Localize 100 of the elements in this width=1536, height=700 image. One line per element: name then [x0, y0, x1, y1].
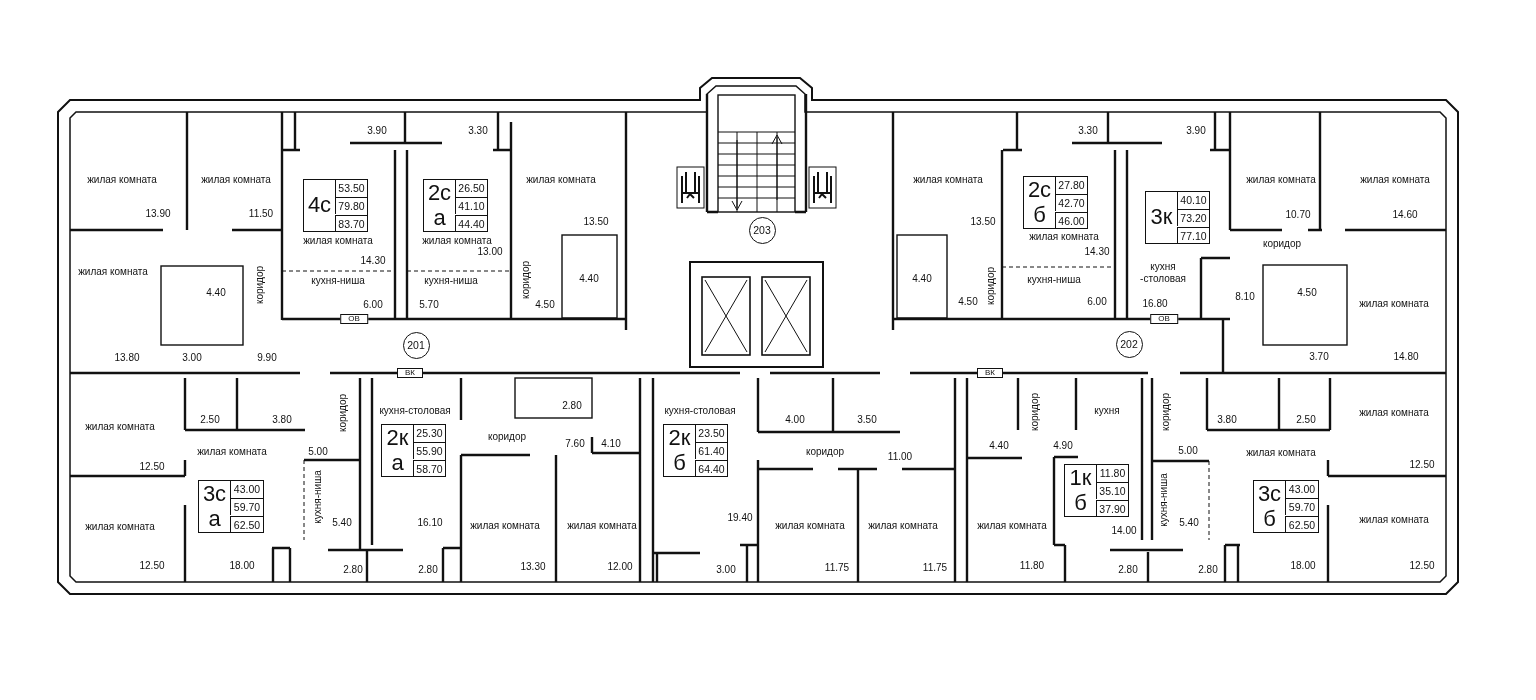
area-label: 3.30	[1078, 125, 1098, 137]
area-label: 4.50	[535, 299, 555, 311]
room-number-circle: 201	[402, 331, 430, 359]
room-label: жилая комната	[567, 520, 637, 532]
room-label: коридор	[254, 265, 266, 305]
area-label: 11.80	[1019, 560, 1045, 572]
shaft-label: ОВ	[340, 314, 368, 324]
apartment-tag	[1145, 191, 1210, 244]
area-label: 11.50	[248, 208, 274, 220]
area-value: 79.80	[335, 197, 367, 215]
area-label: 10.70	[1285, 209, 1311, 221]
room-label: жилая комната	[85, 521, 155, 533]
area-label: 2.50	[200, 414, 220, 426]
room-label: кухня-столовая	[379, 405, 451, 417]
area-label: 14.30	[360, 255, 386, 267]
area-label: 4.40	[912, 273, 932, 285]
apartment-tag	[1023, 176, 1088, 229]
area-label: 12.50	[1409, 560, 1435, 572]
area-value: 23.50	[695, 425, 727, 442]
area-label: 3.70	[1309, 351, 1329, 363]
area-label: 14.30	[1084, 246, 1110, 258]
area-label: 14.80	[1393, 351, 1419, 363]
area-label: 2.80	[1198, 564, 1218, 576]
area-label: 12.50	[1409, 459, 1435, 471]
room-label: жилая комната	[303, 235, 373, 247]
room-number-circle: 202	[1115, 330, 1143, 358]
area-value: 35.10	[1096, 482, 1128, 500]
area-label: 4.90	[1053, 440, 1073, 452]
area-label: 4.50	[1297, 287, 1317, 299]
apartment-tag	[1064, 464, 1129, 517]
room-label: кухня-ниша	[312, 470, 324, 524]
room-label: жилая комната	[78, 266, 148, 278]
area-label: 5.00	[308, 446, 328, 458]
area-value: 46.00	[1055, 211, 1087, 229]
area-label: 2.80	[562, 400, 582, 412]
area-value: 53.50	[335, 180, 367, 197]
apartment-variant: б	[1032, 203, 1047, 227]
apartment-type: 2к	[385, 426, 410, 450]
room-label: коридор	[487, 431, 527, 443]
area-label: 12.50	[139, 461, 165, 473]
apartment-type: 2с	[426, 181, 453, 205]
apartment-tag	[303, 179, 368, 232]
room-label: жилая комната	[197, 446, 267, 458]
room-label: коридор	[985, 266, 997, 306]
room-label: жилая комната	[1359, 514, 1429, 526]
apartment-variant: б	[1073, 491, 1088, 515]
room-label: коридор	[1160, 392, 1172, 432]
area-value: 43.00	[1285, 481, 1318, 498]
room-label: кухня-ниша	[424, 275, 478, 287]
room-label: коридор	[805, 446, 845, 458]
room-label: кухня-ниша	[1158, 473, 1170, 527]
area-label: 9.90	[257, 352, 277, 364]
room-label: кухня	[1094, 405, 1120, 417]
apartment-variant: а	[432, 206, 447, 230]
area-value: 11.80	[1096, 465, 1128, 482]
area-label: 5.70	[419, 299, 439, 311]
area-value: 25.30	[413, 425, 445, 442]
area-label: 3.30	[468, 125, 488, 137]
area-label: 18.00	[1290, 560, 1316, 572]
room-label: кухня -столовая	[1139, 261, 1187, 285]
area-label: 11.00	[887, 451, 913, 463]
apartment-type: 4с	[306, 193, 333, 217]
area-label: 4.40	[579, 273, 599, 285]
area-label: 4.40	[206, 287, 226, 299]
area-value: 55.90	[413, 442, 445, 460]
apartment-variant: а	[390, 451, 405, 475]
area-value: 73.20	[1177, 209, 1209, 227]
area-label: 18.00	[229, 560, 255, 572]
room-label: жилая комната	[470, 520, 540, 532]
area-label: 6.00	[363, 299, 383, 311]
room-label: коридор	[520, 260, 532, 300]
apartment-variant: а	[207, 507, 222, 531]
area-label: 2.80	[1118, 564, 1138, 576]
area-label: 13.50	[583, 216, 609, 228]
area-label: 4.50	[958, 296, 978, 308]
room-label: жилая комната	[977, 520, 1047, 532]
area-label: 12.00	[607, 561, 633, 573]
apartment-variant: б	[672, 451, 687, 475]
area-label: 16.80	[1142, 298, 1168, 310]
room-label: жилая комната	[1029, 231, 1099, 243]
area-value: 61.40	[695, 442, 727, 460]
area-value: 59.70	[1285, 498, 1318, 516]
area-value: 62.50	[1285, 515, 1318, 533]
room-label: коридор	[337, 393, 349, 433]
apartment-tag	[1253, 480, 1319, 533]
area-value: 83.70	[335, 214, 367, 232]
area-value: 62.50	[230, 515, 263, 533]
room-label: жилая комната	[1246, 174, 1316, 186]
area-label: 3.80	[272, 414, 292, 426]
apartment-type: 3с	[1256, 482, 1283, 506]
apartment-tag	[423, 179, 488, 232]
area-label: 3.80	[1217, 414, 1237, 426]
room-label: жилая комната	[1359, 298, 1429, 310]
shaft-label: ОВ	[1150, 314, 1178, 324]
room-label: жилая комната	[913, 174, 983, 186]
area-value: 77.10	[1177, 226, 1209, 244]
room-label: жилая комната	[87, 174, 157, 186]
area-value: 44.40	[455, 214, 487, 232]
shaft-label: ВК	[397, 368, 423, 378]
room-label: жилая комната	[1360, 174, 1430, 186]
